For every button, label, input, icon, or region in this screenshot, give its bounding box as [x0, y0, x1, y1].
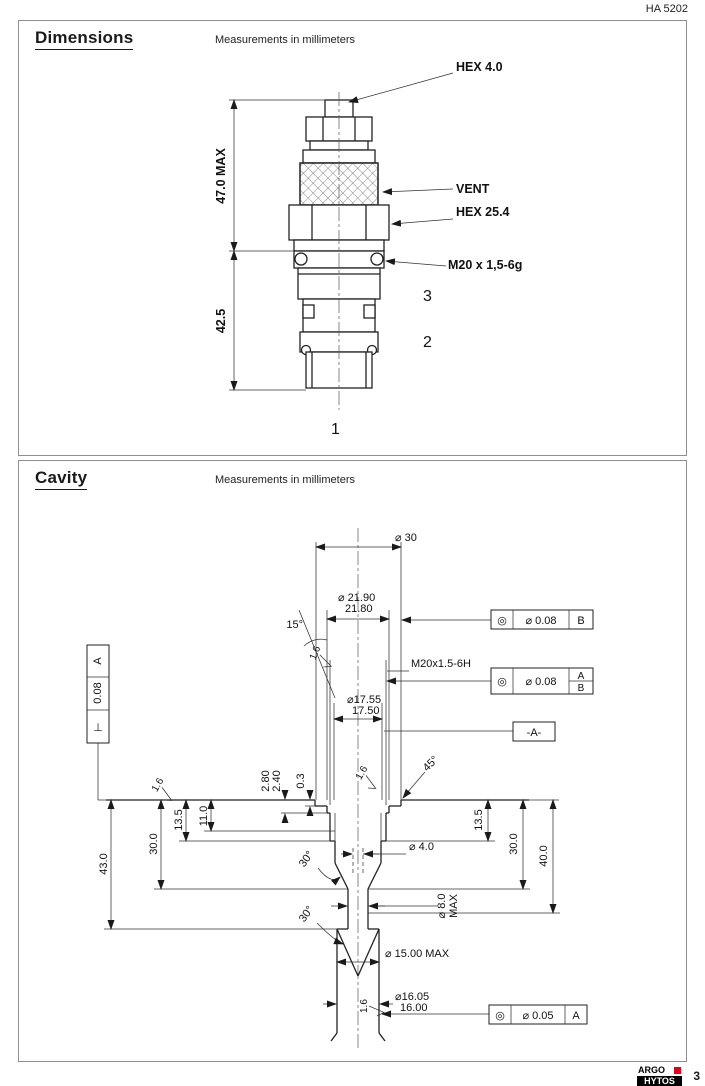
fcf2-symbol: ◎ — [497, 676, 507, 688]
dia-1600-dim: ⌀16.05 16.00 — [323, 991, 429, 1014]
finish-bottom-label: 1.6 — [359, 999, 370, 1013]
dia-40-dim: ⌀ 4.0 — [341, 841, 434, 858]
cavity-thread-label: M20x1.5-6H — [411, 658, 471, 670]
cone-30-lower-callout: 30° — [297, 904, 344, 945]
valve-dimension-drawing: 47.0 MAX 42.5 HEX 4.0 VENT HEX 25.4 M20 … — [214, 60, 522, 438]
logo-red-square — [674, 1067, 681, 1074]
hex-body-label: HEX 25.4 — [456, 205, 510, 219]
fcf3-datum: A — [572, 1010, 580, 1022]
dia-80-dim: ⌀ 8.0 MAX — [331, 893, 460, 918]
depth-300-right-label: 30.0 — [508, 833, 520, 854]
doc-reference: HA 5202 — [645, 3, 688, 15]
depth-135-right-label: 13.5 — [473, 809, 485, 830]
depth-110-label: 11.0 — [198, 806, 210, 827]
valve-callouts: HEX 4.0 VENT HEX 25.4 M20 x 1,5-6g 3 2 1 — [331, 60, 522, 438]
fcf-runout-ab: ◎ ⌀ 0.08 A B — [386, 667, 594, 695]
dia-2190-label: ⌀ 21.90 — [338, 592, 375, 604]
cavity-top-dims: ⌀ 30 ⌀ 21.90 21.80 15° 1.6 M20x1.5-6H ⌀1… — [286, 532, 471, 723]
thread-label: M20 x 1,5-6g — [448, 258, 522, 272]
dia-1755-label: ⌀17.55 — [347, 694, 381, 706]
port-3-label: 3 — [423, 288, 432, 305]
vent-label: VENT — [456, 182, 490, 196]
port-2-label: 2 — [423, 334, 432, 351]
cavity-subtitle: Measurements in millimeters — [215, 474, 355, 486]
logo-hytos-text: HYTOS — [637, 1076, 682, 1086]
depth-03-label: 0.3 — [295, 773, 307, 788]
fcf-runout-b: ◎ ⌀ 0.08 B — [401, 609, 594, 630]
cavity-section: Cavity Measurements in millimeters — [18, 460, 687, 1062]
finish-thread-chamfer: 1.6 — [308, 644, 333, 668]
insert-length-label: 42.5 — [214, 309, 228, 333]
dia-2180-label: 21.80 — [345, 603, 373, 615]
cavity-header: Cavity Measurements in millimeters — [19, 461, 686, 490]
angle-45-label: 45° — [421, 754, 441, 774]
fcf-perpendicularity: A 0.08 ⊥ — [86, 644, 110, 801]
angle-30-upper-label: 30° — [297, 849, 316, 870]
depth-300-left-label: 30.0 — [148, 833, 160, 854]
dimensions-section: Dimensions Measurements in millimeters — [18, 20, 687, 456]
chamfer-45-callout: 45° — [402, 754, 441, 799]
fcf-left-symbol: ⊥ — [93, 722, 103, 734]
dia-40-label: ⌀ 4.0 — [409, 841, 434, 853]
dia-1500-label: ⌀ 15.00 MAX — [385, 948, 450, 960]
port-1-label: 1 — [331, 421, 340, 438]
fcf1-symbol: ◎ — [497, 615, 507, 627]
cavity-drawing: ⌀ 30 ⌀ 21.90 21.80 15° 1.6 M20x1.5-6H ⌀1… — [86, 528, 594, 1048]
finish-mouth-label: 1.6 — [354, 764, 371, 782]
depth-400-label: 40.0 — [538, 845, 550, 866]
fcf2-datum-secondary: B — [578, 683, 585, 694]
angle-15-label: 15° — [286, 619, 303, 631]
finish-surface-label: 1.6 — [150, 776, 167, 794]
angle-30-lower-label: 30° — [297, 904, 316, 925]
datum-a-label: -A- — [527, 727, 542, 739]
depth-430-label: 43.0 — [98, 853, 110, 874]
depth-135-left-label: 13.5 — [173, 809, 185, 830]
logo-argo-row: ARGO — [637, 1066, 682, 1076]
fcf3-tolerance: ⌀ 0.05 — [522, 1010, 553, 1022]
fcf2-datum-primary: A — [578, 671, 585, 682]
valve-dimensions-left: 47.0 MAX 42.5 — [214, 99, 325, 391]
fcf1-tolerance: ⌀ 0.08 — [525, 615, 556, 627]
dimensions-header: Dimensions Measurements in millimeters — [19, 21, 686, 50]
dia-30-label: ⌀ 30 — [395, 532, 417, 544]
cavity-title: Cavity — [35, 468, 88, 490]
finish-bottom-mark: 1.6 — [359, 999, 385, 1017]
fcf3-symbol: ◎ — [495, 1010, 505, 1022]
finish-mouth-mark: 1.6 — [354, 764, 377, 789]
fcf-runout-bottom: ◎ ⌀ 0.05 A — [381, 1004, 588, 1025]
counterbore-depth-dims: 2.80 2.40 0.3 — [260, 770, 327, 823]
dia-80-label-line1: ⌀ 8.0 — [436, 894, 448, 919]
argo-hytos-logo: ARGO HYTOS — [637, 1066, 682, 1086]
depth-240-label: 2.40 — [271, 770, 283, 791]
depth-280-label: 2.80 — [260, 770, 272, 791]
dimensions-title: Dimensions — [35, 28, 134, 50]
fcf1-datum: B — [577, 615, 584, 627]
cone-30-upper-callout: 30° — [297, 849, 341, 886]
dimensions-subtitle: Measurements in millimeters — [215, 34, 355, 46]
fcf-left-datum: A — [92, 657, 104, 665]
finish-thread-chamfer-label: 1.6 — [308, 644, 324, 661]
cavity-depth-dims-left: 11.0 13.5 30.0 43.0 — [98, 799, 348, 930]
cavity-depth-dims-right: 13.5 30.0 40.0 — [368, 799, 560, 914]
fcf-left-tolerance: 0.08 — [92, 682, 104, 703]
overall-height-label: 47.0 MAX — [214, 148, 228, 204]
cavity-extension-lines — [315, 542, 402, 805]
dia-1750-label: 17.50 — [352, 705, 380, 717]
dia-1600-label: 16.00 — [400, 1002, 428, 1014]
valve-body — [288, 92, 390, 410]
dia-1500-dim: ⌀ 15.00 MAX — [336, 948, 450, 966]
datum-a-flag: -A- — [384, 721, 556, 742]
hex-top-label: HEX 4.0 — [456, 60, 503, 74]
dia-1605-label: ⌀16.05 — [395, 991, 429, 1003]
dia-80-label-line2: MAX — [448, 893, 460, 918]
logo-argo-text: ARGO — [638, 1065, 665, 1075]
fcf2-tolerance: ⌀ 0.08 — [525, 676, 556, 688]
page-number: 3 — [693, 1069, 700, 1083]
